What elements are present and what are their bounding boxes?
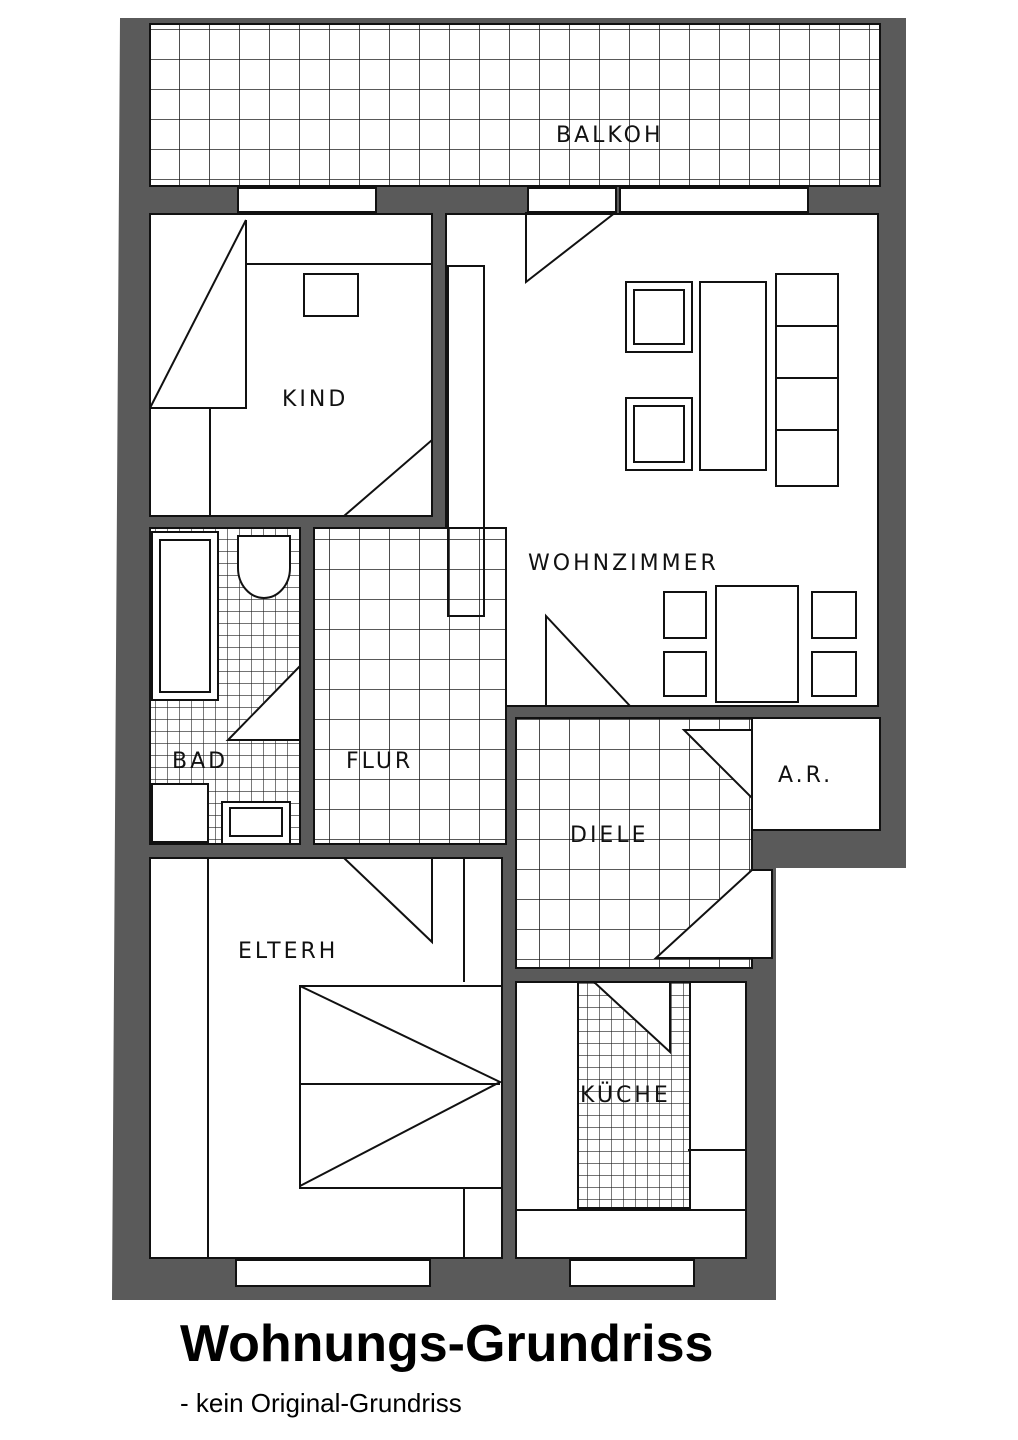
window-wohn-left — [527, 187, 617, 213]
label-diele: DIELE — [570, 823, 649, 848]
label-kueche: KÜCHE — [580, 1082, 671, 1108]
balcony-floor — [149, 23, 881, 187]
furniture — [149, 211, 857, 1258]
window-wohn-right — [619, 187, 809, 213]
window-eltern — [235, 1259, 431, 1287]
wohnzimmer-floor — [445, 213, 879, 707]
room-labels: BALKOH KIND WOHNZIMMER BAD FLUR A.R. DIE… — [172, 123, 833, 1108]
label-ar: A.R. — [778, 763, 833, 788]
flur-floor — [313, 527, 507, 845]
caption-subtitle: - kein Original-Grundriss — [180, 1388, 462, 1418]
label-wohnzimmer: WOHNZIMMER — [528, 551, 719, 576]
window-kind — [237, 187, 377, 213]
caption-title: Wohnungs-Grundriss — [180, 1315, 714, 1373]
windows — [235, 187, 809, 1287]
window-kueche — [569, 1259, 695, 1287]
kind-floor — [149, 213, 433, 517]
label-eltern: ELTERH — [238, 939, 338, 964]
floor-plan: BALKOH KIND WOHNZIMMER BAD FLUR A.R. DIE… — [112, 18, 906, 1300]
label-kind: KIND — [282, 387, 348, 412]
label-balkon: BALKOH — [556, 123, 663, 148]
label-flur: FLUR — [346, 749, 413, 774]
ar-floor — [751, 717, 881, 831]
label-bad: BAD — [172, 749, 228, 774]
